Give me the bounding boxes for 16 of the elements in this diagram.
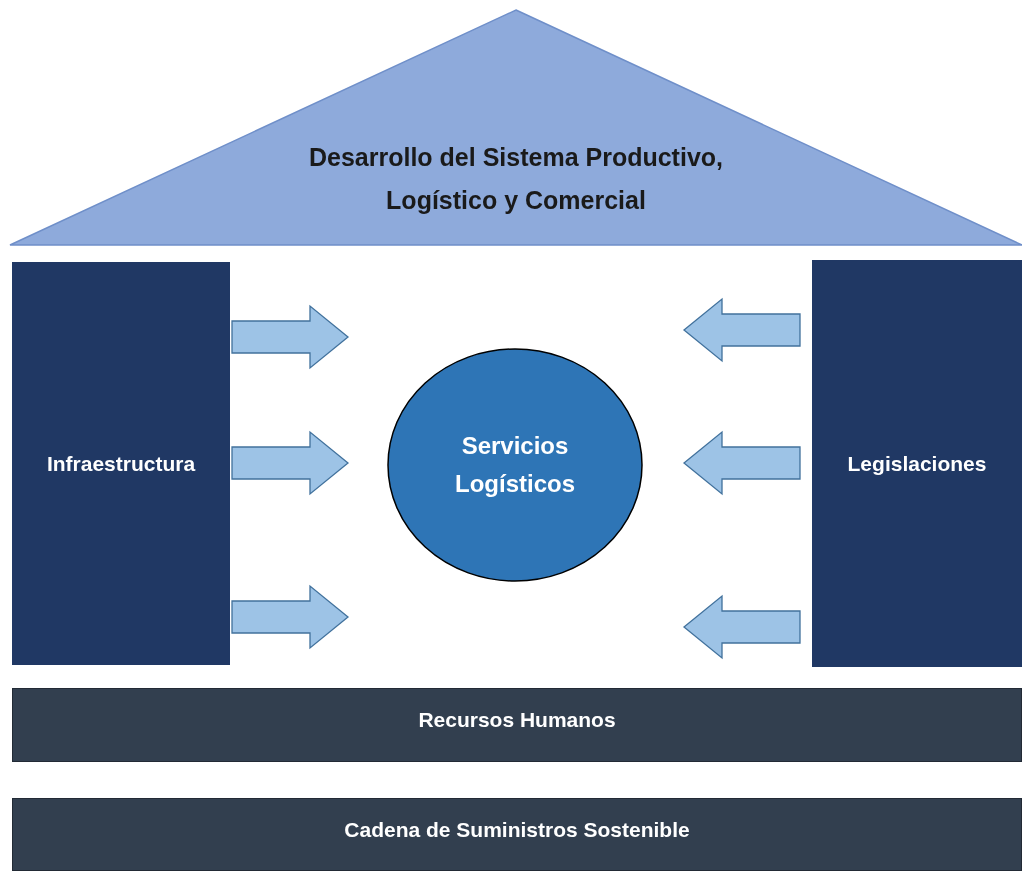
block-arrow [231, 584, 350, 650]
roof-title: Desarrollo del Sistema Productivo, Logístico y Comercial [308, 141, 724, 217]
block-arrow [682, 297, 801, 363]
node-label: Infraestructura [46, 450, 196, 477]
node-label: Servicios Logísticos [454, 430, 576, 499]
node-label: Legislaciones [847, 450, 987, 477]
foundation-bar [12, 798, 1022, 871]
pillar-block [12, 262, 230, 665]
foundation-bar [12, 688, 1022, 762]
node-label: Recursos Humanos [418, 707, 616, 733]
block-arrow [682, 430, 801, 496]
block-arrow [682, 594, 801, 660]
pillar-block [812, 260, 1022, 667]
block-arrow [231, 430, 350, 496]
block-arrow [231, 304, 350, 370]
node-label: Cadena de Suministros Sostenible [344, 817, 690, 843]
